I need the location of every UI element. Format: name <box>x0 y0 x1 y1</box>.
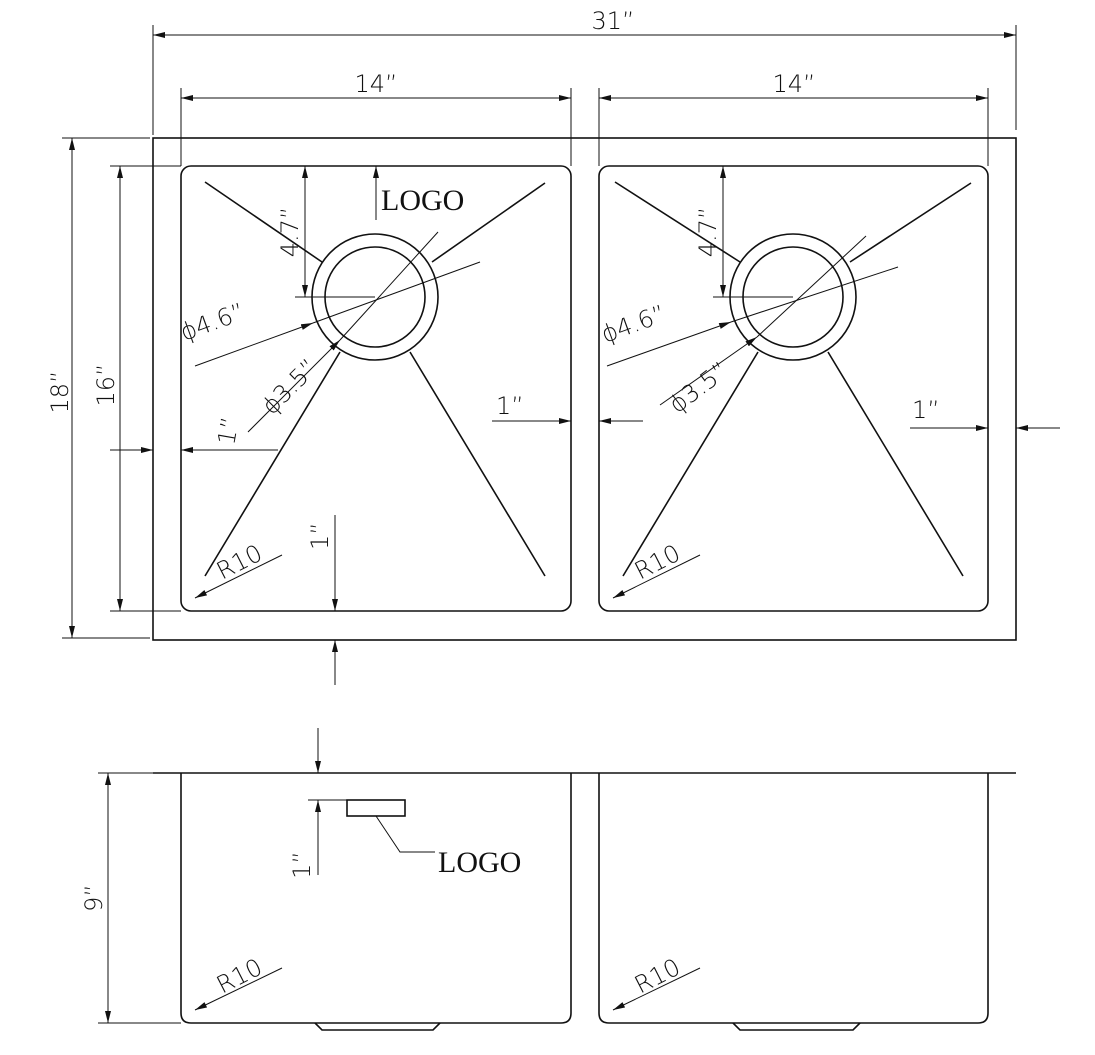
left-bowl-profile <box>180 773 572 1024</box>
drain-outer-left-label: ϕ4.6” <box>176 298 248 347</box>
side-radius-left-label: R10 <box>212 953 267 999</box>
right-bowl-profile <box>598 773 989 1024</box>
drain-outer-right-label: ϕ4.6” <box>597 300 669 349</box>
radius-left-label: R10 <box>212 539 267 585</box>
bowl-height-label: 9” <box>80 884 108 912</box>
left-bowl-width-label: 14” <box>355 70 398 98</box>
logo-label-side: LOGO <box>438 846 521 879</box>
side-radius-right-label: R10 <box>630 953 685 999</box>
overall-width-label: 31” <box>592 7 635 35</box>
radius-right-label: R10 <box>630 539 685 585</box>
left-bowl <box>180 165 572 612</box>
overall-depth-label: 18” <box>46 371 74 414</box>
rim-bottom-label: 1” <box>306 522 334 550</box>
rim-right-label: 1” <box>912 396 940 424</box>
bowl-depth-label: 16” <box>92 364 120 407</box>
logo-label-top: LOGO <box>381 184 464 217</box>
drain-offset-right-label: 4.7” <box>694 207 722 258</box>
top-view: 31” 14” 14” 18” 16” 4.7” 4.7” LOGO ϕ4.6”… <box>46 7 1060 685</box>
right-bowl <box>598 165 989 612</box>
logo-plate <box>346 799 406 817</box>
right-drain <box>614 181 972 577</box>
rim-left-label: 1” <box>212 415 244 447</box>
side-view: 9” 1” LOGO R10 R10 <box>80 728 1016 1031</box>
left-drain <box>204 181 546 577</box>
drain-inner-left-label: ϕ3.5” <box>256 353 323 420</box>
sink-outline <box>152 137 1017 641</box>
divider-label: 1” <box>496 392 524 420</box>
logo-offset-label: 1” <box>288 851 316 879</box>
right-bowl-width-label: 14” <box>773 70 816 98</box>
drain-flanges <box>314 1022 861 1031</box>
drain-offset-left-label: 4.7” <box>276 207 304 258</box>
